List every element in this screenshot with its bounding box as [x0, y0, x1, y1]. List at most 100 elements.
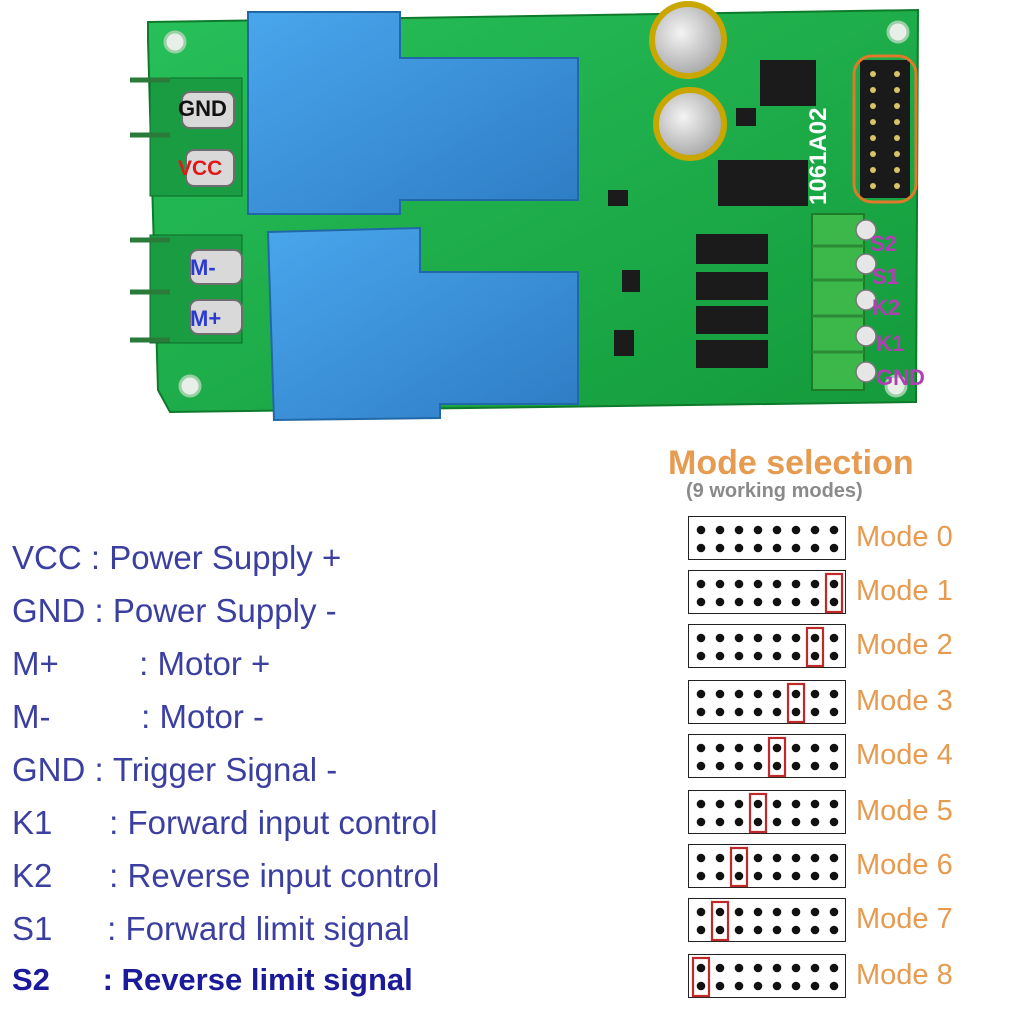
jumper-pins [696, 792, 839, 834]
jumper-pin [734, 579, 744, 589]
jumper-pin [715, 579, 725, 589]
jumper-diagram [688, 790, 846, 834]
jumper-pin [734, 799, 744, 809]
jumper-pin [791, 853, 801, 863]
jumper-pin [791, 743, 801, 753]
jumper-pin [810, 651, 820, 661]
pcb-label-k2: K2 [872, 295, 901, 320]
jumper-cap [805, 626, 825, 668]
jumper-pin [810, 925, 820, 935]
jumper-pin [734, 651, 744, 661]
legend-item: GND : Power Supply - [12, 591, 337, 631]
jumper-pin [715, 853, 725, 863]
pcb-label-gnd-signal: GND [876, 365, 925, 390]
jumper-pin [715, 597, 725, 607]
jumper-diagram [688, 954, 846, 998]
jumper-pins [696, 736, 839, 778]
jumper-pin [772, 925, 782, 935]
jumper-pin [753, 871, 763, 881]
jumper-pin [829, 597, 839, 607]
mode-label: Mode 2 [856, 629, 953, 661]
legend-key: S2 [12, 962, 50, 997]
pcb-label-k1: K1 [876, 331, 905, 356]
jumper-pin [715, 817, 725, 827]
jumper-pin [791, 525, 801, 535]
pcb-label-motor-plus: M+ [190, 306, 222, 331]
capacitor [649, 1, 727, 79]
jumper-cap [691, 956, 711, 998]
legend-desc: : Motor - [141, 698, 265, 735]
jumper-pin [829, 525, 839, 535]
jumper-pin [810, 799, 820, 809]
legend-desc: Power Supply - [112, 592, 337, 629]
legend-item: K1 : Forward input control [12, 803, 437, 843]
jumper-pin [715, 651, 725, 661]
legend-key: VCC : [12, 539, 101, 576]
legend-desc: : Forward input control [109, 804, 438, 841]
jumper-pin [772, 579, 782, 589]
jumper-pin [791, 907, 801, 917]
jumper-pin [734, 689, 744, 699]
jumper-pin [753, 743, 763, 753]
jumper-pin [696, 707, 706, 717]
screw-terminal [181, 91, 243, 335]
jumper-pin [753, 525, 763, 535]
legend-key: K1 [12, 804, 53, 841]
mounting-hole [163, 30, 187, 54]
jumper-pin [734, 707, 744, 717]
legend-desc: Trigger Signal - [112, 751, 338, 788]
legend-item: M+ : Motor + [12, 644, 270, 684]
jumper-pin [829, 799, 839, 809]
jumper-pin [810, 817, 820, 827]
jumper-pin [696, 543, 706, 553]
jumper-pin [696, 579, 706, 589]
jumper-pin [715, 543, 725, 553]
jumper-pin [753, 543, 763, 553]
mode-label: Mode 4 [856, 739, 953, 771]
jumper-pin [791, 597, 801, 607]
jumper-pin [829, 963, 839, 973]
jumper-diagram [688, 898, 846, 942]
legend-desc: : Forward limit signal [107, 910, 410, 947]
jumper-pin [734, 963, 744, 973]
jumper-diagram [688, 734, 846, 778]
jumper-pins [696, 572, 844, 614]
jumper-pin [753, 799, 763, 809]
mounting-hole [178, 374, 202, 398]
jumper-pin [810, 761, 820, 771]
jumper-pin [696, 963, 706, 973]
jumper-pin [791, 799, 801, 809]
jumper-cap [824, 572, 844, 614]
jumper-pin [734, 743, 744, 753]
jumper-pin [734, 925, 744, 935]
jumper-pin [734, 761, 744, 771]
jumper-pin [772, 761, 782, 771]
jumper-pin [810, 907, 820, 917]
jumper-pins [696, 900, 839, 942]
jumper-pin [734, 853, 744, 863]
jumper-pin [772, 907, 782, 917]
jumper-pin [715, 981, 725, 991]
jumper-pin [696, 907, 706, 917]
jumper-pin [734, 633, 744, 643]
jumper-pin [715, 925, 725, 935]
jumper-pin [753, 853, 763, 863]
jumper-pins [696, 626, 839, 668]
jumper-pin [696, 597, 706, 607]
jumper-pin [829, 579, 839, 589]
jumper-pin [829, 871, 839, 881]
jumper-pin [791, 651, 801, 661]
jumper-pin [753, 707, 763, 717]
jumper-pin [810, 963, 820, 973]
jumper-pin [715, 707, 725, 717]
jumper-pin [715, 525, 725, 535]
jumper-pin [715, 761, 725, 771]
jumper-pin [810, 871, 820, 881]
jumper-pin [696, 525, 706, 535]
legend-item: S1 : Forward limit signal [12, 909, 410, 949]
jumper-pin [753, 907, 763, 917]
legend-key: K2 [12, 857, 53, 894]
jumper-pins [696, 846, 839, 888]
capacitor [653, 87, 727, 161]
jumper-pin [791, 817, 801, 827]
